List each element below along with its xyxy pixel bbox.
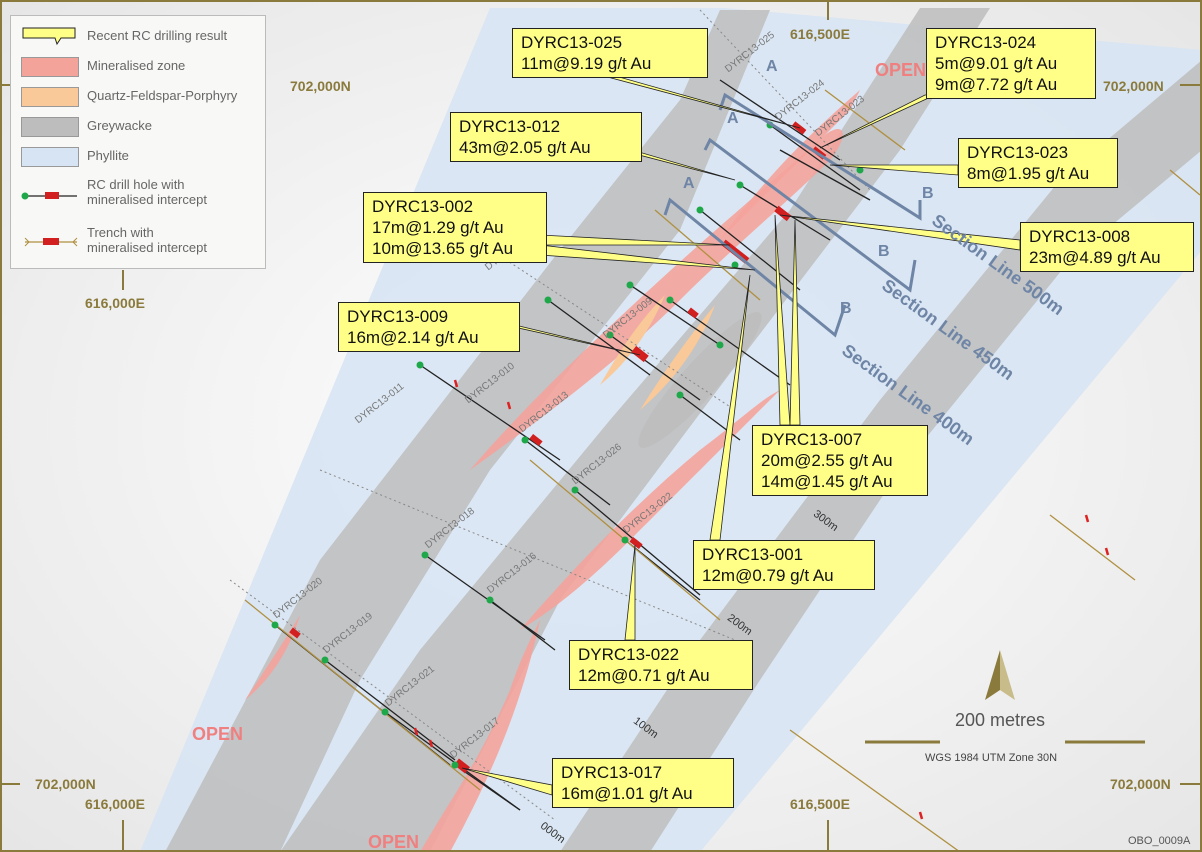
trench-icon (24, 237, 78, 247)
greywacke-band-1 (165, 10, 770, 852)
porphyry-body-1 (600, 295, 665, 385)
callout-line: DYRC13-025 (521, 33, 623, 52)
section-brackets (663, 92, 922, 338)
callout-line: 9m@7.72 g/t Au (935, 75, 1058, 94)
callout-line: 43m@2.05 g/t Au (459, 138, 591, 157)
drill-hole-icon (21, 192, 77, 200)
callout-icon (22, 27, 76, 46)
legend-label-line1: Trench with (87, 225, 154, 240)
callout-line: DYRC13-024 (935, 33, 1037, 52)
legend-item-drill-hole: RC drill hole with mineralised intercept (11, 176, 265, 212)
coord-east-top: 616,500E (790, 26, 850, 42)
phyllite-swatch (21, 147, 79, 167)
callout-line: DYRC13-023 (967, 143, 1069, 162)
result-callout-023[interactable]: DYRC13-023 8m@1.95 g/t Au (958, 138, 1118, 188)
trenches (244, 89, 1201, 852)
legend-item-phyllite: Phyllite (11, 144, 265, 168)
callout-line: DYRC13-012 (459, 117, 561, 136)
projection-label: WGS 1984 UTM Zone 30N (925, 752, 1058, 764)
legend-label: Mineralised zone (87, 58, 186, 73)
open-label-south: OPEN (368, 832, 420, 852)
callout-line: 16m@2.14 g/t Au (347, 328, 479, 347)
figure-id: OBO_0009A (1128, 835, 1191, 847)
result-callout-012[interactable]: DYRC13-012 43m@2.05 g/t Au (450, 112, 642, 162)
trench-intercepts (413, 379, 1110, 820)
greywacke-swatch (21, 117, 79, 137)
mineralised-zone-east (520, 390, 780, 630)
coord-north-bottom-right: 702,000N (1110, 776, 1171, 792)
callout-line: 8m@1.95 g/t Au (967, 164, 1090, 183)
callout-line: DYRC13-009 (347, 307, 449, 326)
porphyry-body-2 (640, 305, 715, 410)
north-arrow-icon (985, 650, 1015, 700)
callout-line: DYRC13-002 (372, 197, 474, 216)
section-a-mark-2: A (727, 110, 739, 127)
legend-item-mineralised: Mineralised zone (11, 54, 265, 78)
callout-line: 16m@1.01 g/t Au (561, 784, 693, 803)
scale-label: 200 metres (955, 710, 1046, 730)
callout-line: 14m@1.45 g/t Au (761, 472, 893, 491)
legend: Recent RC drilling result Mineralised zo… (10, 15, 266, 269)
legend-label-line2: mineralised intercept (87, 240, 207, 255)
callout-line: 10m@13.65 g/t Au (372, 239, 514, 258)
callout-line: DYRC13-008 (1029, 227, 1131, 246)
result-callout-017[interactable]: DYRC13-017 16m@1.01 g/t Au (552, 758, 734, 808)
legend-label: Greywacke (87, 118, 153, 133)
callout-line: 11m@9.19 g/t Au (521, 54, 652, 73)
result-callout-002[interactable]: DYRC13-002 17m@1.29 g/t Au 10m@13.65 g/t… (363, 192, 547, 263)
result-callout-009[interactable]: DYRC13-009 16m@2.14 g/t Au (338, 302, 520, 352)
callout-line: 20m@2.55 g/t Au (761, 451, 893, 470)
result-callout-025[interactable]: DYRC13-025 11m@9.19 g/t Au (512, 28, 708, 78)
result-callout-001[interactable]: DYRC13-001 12m@0.79 g/t Au (693, 540, 875, 590)
result-callout-022[interactable]: DYRC13-022 12m@0.71 g/t Au (569, 640, 753, 690)
legend-label: Quartz-Feldspar-Porphyry (87, 88, 238, 103)
legend-label-line1: RC drill hole with (87, 177, 185, 192)
coord-north-bottom-left: 702,000N (35, 776, 96, 792)
callout-line: DYRC13-007 (761, 430, 863, 449)
coord-north-top-left: 702,000N (290, 78, 351, 94)
mineralised-zone-north (720, 90, 860, 240)
legend-item-trench: Trench with mineralised intercept (11, 224, 265, 260)
coord-east-left: 616,000E (85, 295, 145, 311)
legend-label: Phyllite (87, 148, 129, 163)
legend-label: Recent RC drilling result (87, 28, 228, 43)
section-b-mark-2: B (878, 243, 890, 260)
callout-line: 23m@4.89 g/t Au (1029, 248, 1161, 267)
legend-label-line2: mineralised intercept (87, 192, 207, 207)
mineralised-swatch (21, 57, 79, 77)
coord-north-top-right: 702,000N (1103, 78, 1164, 94)
result-callout-007[interactable]: DYRC13-007 20m@2.55 g/t Au 14m@1.45 g/t … (752, 425, 928, 496)
callout-line: 17m@1.29 g/t Au (372, 218, 504, 237)
greywacke-lens (638, 312, 762, 448)
section-a-mark-1: A (766, 58, 778, 75)
legend-item-greywacke: Greywacke (11, 114, 265, 138)
callout-line: DYRC13-001 (702, 545, 804, 564)
section-b-mark-3: B (840, 300, 852, 317)
callout-line: 12m@0.79 g/t Au (702, 566, 834, 585)
section-a-mark-3: A (683, 175, 695, 192)
porphyry-swatch (21, 87, 79, 107)
legend-item-result: Recent RC drilling result (11, 24, 265, 48)
result-callout-024[interactable]: DYRC13-024 5m@9.01 g/t Au 9m@7.72 g/t Au (926, 28, 1096, 99)
legend-item-porphyry: Quartz-Feldspar-Porphyry (11, 84, 265, 108)
callout-line: DYRC13-022 (578, 645, 680, 664)
callout-line: DYRC13-017 (561, 763, 663, 782)
mineralised-zone-main (470, 129, 843, 470)
coord-east-bottom-right: 616,500E (790, 796, 850, 812)
result-callout-008[interactable]: DYRC13-008 23m@4.89 g/t Au (1020, 222, 1194, 272)
section-b-mark-1: B (922, 185, 934, 202)
callout-line: 12m@0.71 g/t Au (578, 666, 710, 685)
open-label-west: OPEN (192, 724, 244, 744)
coord-east-bottom-left: 616,000E (85, 796, 145, 812)
open-label-north: OPEN (875, 60, 927, 80)
callout-line: 5m@9.01 g/t Au (935, 54, 1058, 73)
